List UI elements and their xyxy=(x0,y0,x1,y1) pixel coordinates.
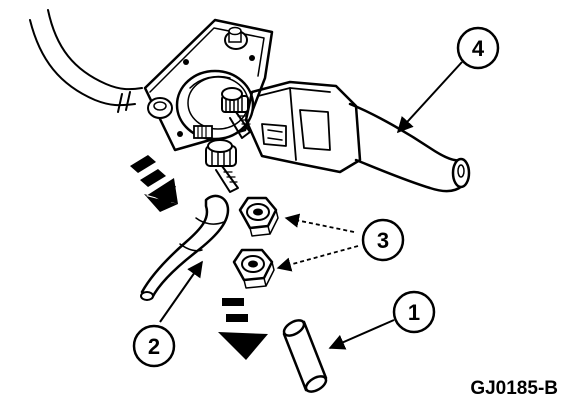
mounting-bracket xyxy=(143,18,274,152)
terminal-cover-boot xyxy=(244,80,362,174)
cable-harness xyxy=(29,9,143,113)
lower-stud xyxy=(205,139,239,193)
removal-arrow-icon xyxy=(218,298,268,360)
callout-1: 1 xyxy=(392,290,436,334)
figure-id: GJ0185-B xyxy=(470,378,558,399)
bracket-bolt-left xyxy=(147,97,173,119)
cylindrical-spacer xyxy=(282,319,328,393)
svg-text:1: 1 xyxy=(408,300,420,325)
svg-text:4: 4 xyxy=(472,36,485,61)
small-terminal-stud xyxy=(193,125,213,139)
bent-hose xyxy=(140,194,230,301)
hex-nut-lower xyxy=(232,248,275,289)
battery-cable xyxy=(348,102,471,193)
svg-text:3: 3 xyxy=(377,228,389,253)
svg-text:2: 2 xyxy=(148,334,160,359)
upper-stud xyxy=(221,87,251,139)
callout-3: 3 xyxy=(361,218,405,262)
callout-2: 2 xyxy=(132,324,176,368)
removal-arrow-icon xyxy=(130,155,178,212)
callout-4: 4 xyxy=(456,26,500,70)
bracket-bolt-top xyxy=(224,26,248,50)
callout-arrow-icon xyxy=(159,61,463,350)
hex-nut-upper xyxy=(238,196,279,237)
